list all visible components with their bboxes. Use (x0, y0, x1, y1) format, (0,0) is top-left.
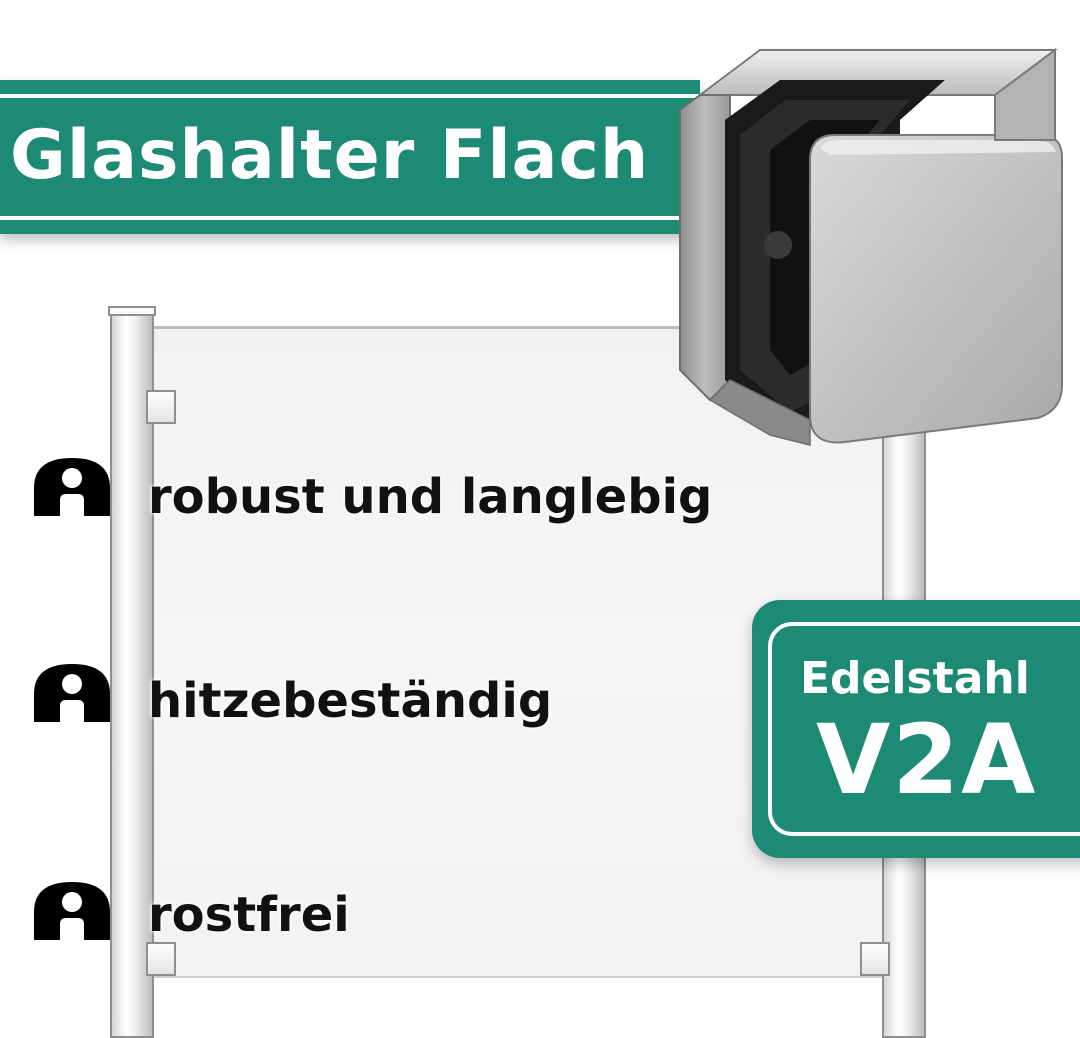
page-title: Glashalter Flach (10, 116, 650, 195)
material-badge: Edelstahl V2A (752, 600, 1080, 858)
badge-border (768, 622, 1080, 836)
badge-grade-label: V2A (816, 704, 1038, 816)
product-clamp-image (679, 48, 1063, 446)
banner-stripe-top (0, 94, 700, 98)
mini-clamp-bottom-right (860, 942, 890, 976)
railing-post-left (110, 308, 154, 1038)
banner-stripe-bottom (0, 216, 700, 220)
feature-rust-free: rostfrei (148, 887, 350, 943)
rubber-insert-icon (34, 458, 110, 516)
rubber-insert-icon (34, 664, 110, 722)
mini-clamp-top-left (146, 390, 176, 424)
badge-material-label: Edelstahl (800, 653, 1030, 704)
feature-robust: robust und langlebig (148, 469, 713, 525)
feature-heat-resistant: hitzebeständig (148, 673, 553, 729)
title-banner: Glashalter Flach (0, 80, 700, 234)
railing-post-cap (108, 306, 156, 316)
rubber-insert-icon (34, 882, 110, 940)
mini-clamp-bottom-left (146, 942, 176, 976)
